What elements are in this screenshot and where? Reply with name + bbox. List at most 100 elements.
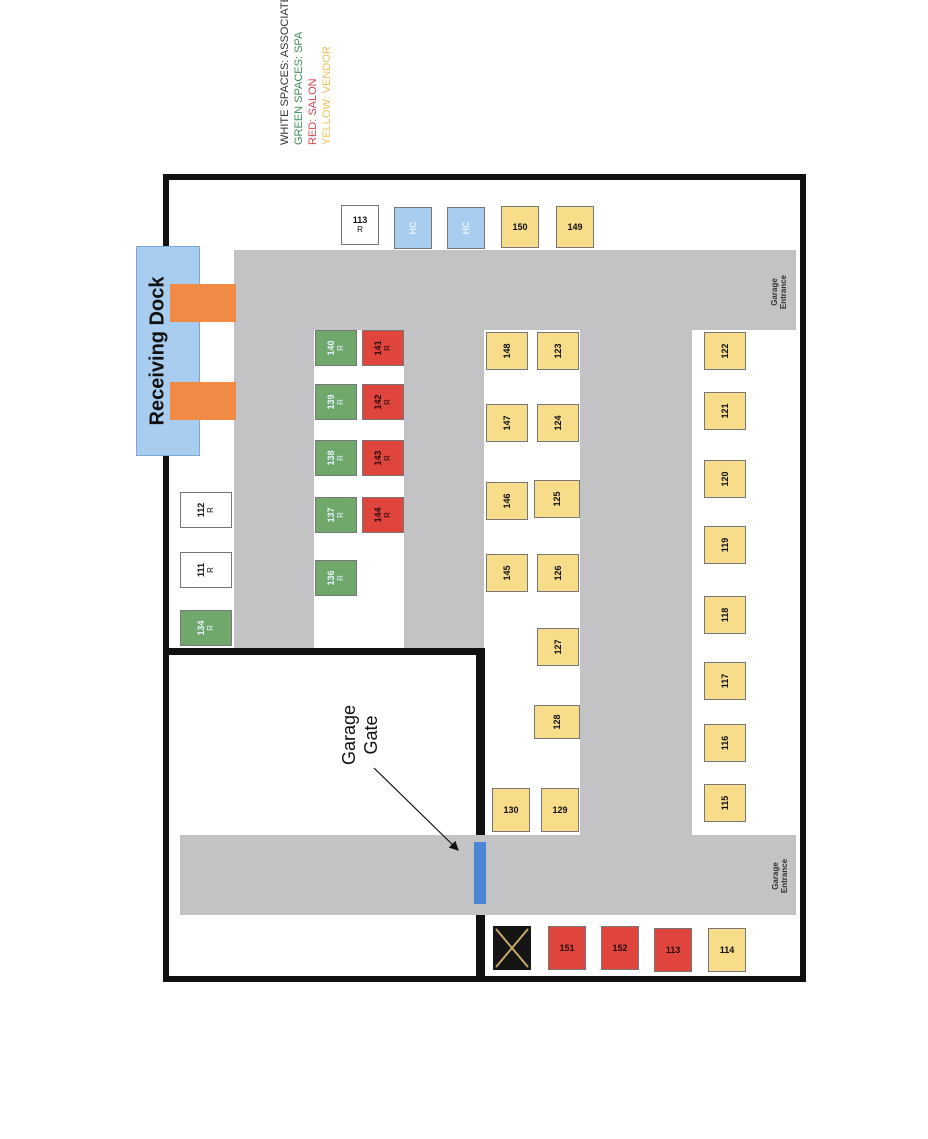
parking-space-number: 122 [720, 343, 730, 359]
parking-space-label: HC [461, 222, 471, 235]
parking-space-label: 146 [502, 493, 512, 508]
parking-space-tag: R [206, 507, 215, 513]
parking-space-label: 148 [502, 343, 512, 358]
parking-space: 148 [486, 332, 528, 370]
parking-space-number: 144 [373, 507, 383, 523]
road-vertical-3 [580, 330, 692, 835]
parking-space-label: 128 [552, 714, 562, 729]
parking-space: 150 [501, 206, 539, 248]
parking-space-label: 127 [553, 639, 563, 654]
parking-space-tag: R [357, 225, 363, 234]
parking-space-number: 118 [720, 607, 730, 623]
parking-space: 129 [541, 788, 579, 832]
garage-gate [474, 842, 486, 904]
parking-space-number: HC [461, 221, 471, 235]
parking-space: 127 [537, 628, 579, 666]
parking-space-tag: R [383, 512, 392, 518]
parking-space: 146 [486, 482, 528, 520]
parking-space-label: 121 [720, 403, 730, 418]
parking-space-label: HC [408, 222, 418, 235]
parking-space: 123 [537, 332, 579, 370]
parking-space-label: 117 [720, 674, 730, 689]
parking-space: 120 [704, 460, 746, 498]
parking-space: 128 [534, 705, 580, 739]
parking-space-number: 125 [552, 491, 562, 507]
parking-space: 119 [704, 526, 746, 564]
parking-space-label: 119 [720, 538, 730, 553]
parking-space-label: 145 [502, 565, 512, 580]
parking-space-number: 137 [326, 507, 336, 523]
parking-space-number: 130 [503, 805, 519, 815]
parking-space: 115 [704, 784, 746, 822]
parking-space: 118 [704, 596, 746, 634]
parking-space-label: 129 [552, 805, 567, 815]
blocked-space [493, 926, 531, 970]
parking-space-number: 126 [553, 565, 563, 581]
garage-entrance-top-label: Garage Entrance [770, 274, 788, 310]
parking-space-number: 134 [196, 620, 206, 636]
dock-door-2 [170, 382, 236, 420]
parking-space-label: 123 [553, 343, 563, 358]
parking-space: 151 [548, 926, 586, 970]
parking-space-label: 113 [666, 945, 681, 955]
parking-space-label: 151 [559, 943, 574, 953]
parking-space: 124 [537, 404, 579, 442]
parking-space-number: 117 [720, 673, 730, 689]
parking-space-label: 114 [720, 945, 735, 955]
parking-space-number: 143 [373, 450, 383, 466]
outer-wall-top [163, 174, 806, 180]
parking-space: 145 [486, 554, 528, 592]
parking-space-tag: R [336, 512, 345, 518]
parking-space: 113 [654, 928, 692, 972]
parking-space-number: 136 [326, 570, 336, 586]
parking-space-tag: R [383, 399, 392, 405]
parking-space-tag: R [336, 399, 345, 405]
parking-space: 125 [534, 480, 580, 518]
parking-space-number: 138 [326, 450, 336, 466]
parking-space-number: 148 [502, 343, 512, 359]
parking-space: HC [447, 207, 485, 249]
parking-space-number: 116 [720, 735, 730, 751]
parking-space-number: 140 [326, 340, 336, 356]
parking-space-number: 142 [373, 394, 383, 410]
parking-space-tag: R [206, 567, 215, 573]
parking-space-number: 112 [196, 502, 206, 518]
parking-space-label: 122 [720, 343, 730, 358]
parking-space-number: 123 [553, 343, 563, 359]
parking-space-number: 149 [567, 222, 583, 232]
garage-entrance-bottom-label: Garage Entrance [771, 858, 789, 894]
parking-space-number: 139 [326, 394, 336, 410]
road-top-horizontal [234, 250, 796, 330]
road-vertical-2 [404, 330, 484, 648]
parking-space: 116 [704, 724, 746, 762]
receiving-dock [136, 246, 200, 456]
inner-wall-top [163, 648, 485, 655]
parking-space-label: 130 [503, 805, 518, 815]
parking-space: HC [394, 207, 432, 249]
parking-space-tag: R [336, 345, 345, 351]
parking-space-number: 152 [612, 943, 628, 953]
parking-space-number: 115 [720, 795, 730, 811]
parking-space-label: 126 [553, 565, 563, 580]
parking-space-number: 124 [553, 415, 563, 431]
parking-space-tag: R [336, 575, 345, 581]
outer-wall-left [163, 174, 169, 982]
outer-wall-right [800, 174, 806, 982]
